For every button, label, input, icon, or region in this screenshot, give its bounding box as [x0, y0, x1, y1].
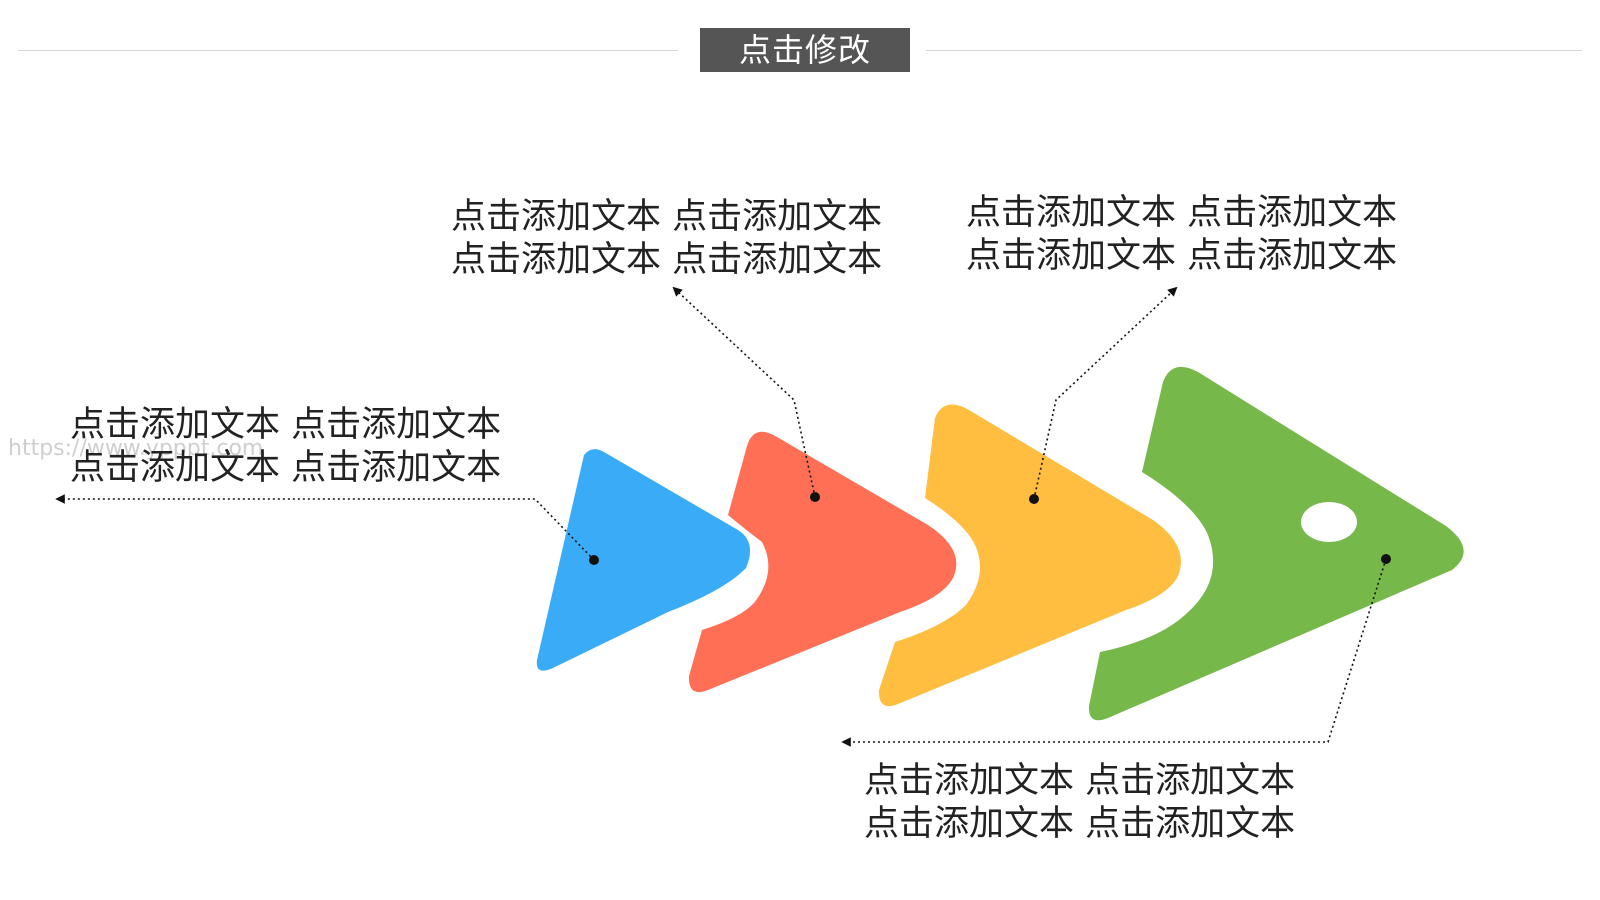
anchor-dot-green	[1381, 554, 1391, 564]
text-line: 点击添加文本 点击添加文本	[966, 193, 1398, 233]
page-title[interactable]: 点击修改	[700, 28, 910, 72]
text-line: 点击添加文本 点击添加文本	[70, 448, 502, 488]
header-divider-left	[18, 50, 678, 51]
text-line: 点击添加文本 点击添加文本	[864, 804, 1296, 844]
text-line: 点击添加文本 点击添加文本	[451, 197, 883, 237]
anchor-dot-red	[810, 492, 820, 502]
text-block-yellow[interactable]: 点击添加文本 点击添加文本 点击添加文本 点击添加文本	[966, 192, 1397, 278]
connector-blue	[55, 494, 595, 561]
text-block-blue[interactable]: 点击添加文本 点击添加文本 点击添加文本 点击添加文本	[70, 404, 501, 490]
blue-triangle-segment[interactable]	[536, 449, 751, 671]
text-block-green[interactable]: 点击添加文本 点击添加文本 点击添加文本 点击添加文本	[864, 760, 1295, 846]
watermark: https://www.ypppt.com	[8, 436, 264, 461]
green-segment[interactable]	[1088, 366, 1464, 721]
connector-green	[841, 558, 1387, 747]
yellow-segment[interactable]	[878, 404, 1181, 707]
text-line: 点击添加文本 点击添加文本	[70, 405, 502, 445]
text-line: 点击添加文本 点击添加文本	[451, 240, 883, 280]
red-segment[interactable]	[688, 431, 957, 693]
connector-red	[672, 286, 816, 498]
green-segment-eye	[1301, 502, 1357, 542]
anchor-dot-yellow	[1029, 494, 1039, 504]
anchor-dot-blue	[589, 555, 599, 565]
text-block-red[interactable]: 点击添加文本 点击添加文本 点击添加文本 点击添加文本	[451, 196, 882, 282]
text-line: 点击添加文本 点击添加文本	[864, 761, 1296, 801]
text-line: 点击添加文本 点击添加文本	[966, 236, 1398, 276]
connector-yellow	[1033, 286, 1178, 500]
header-divider-right	[926, 50, 1582, 51]
